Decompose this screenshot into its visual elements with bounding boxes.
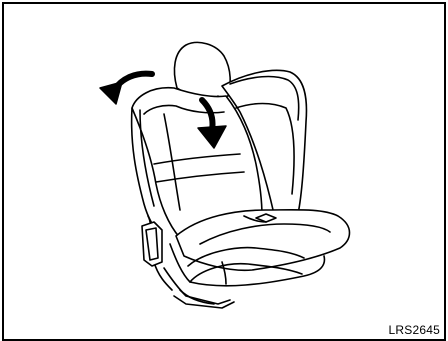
seat-illustration <box>4 4 444 339</box>
figure-code: LRS2645 <box>387 323 442 337</box>
